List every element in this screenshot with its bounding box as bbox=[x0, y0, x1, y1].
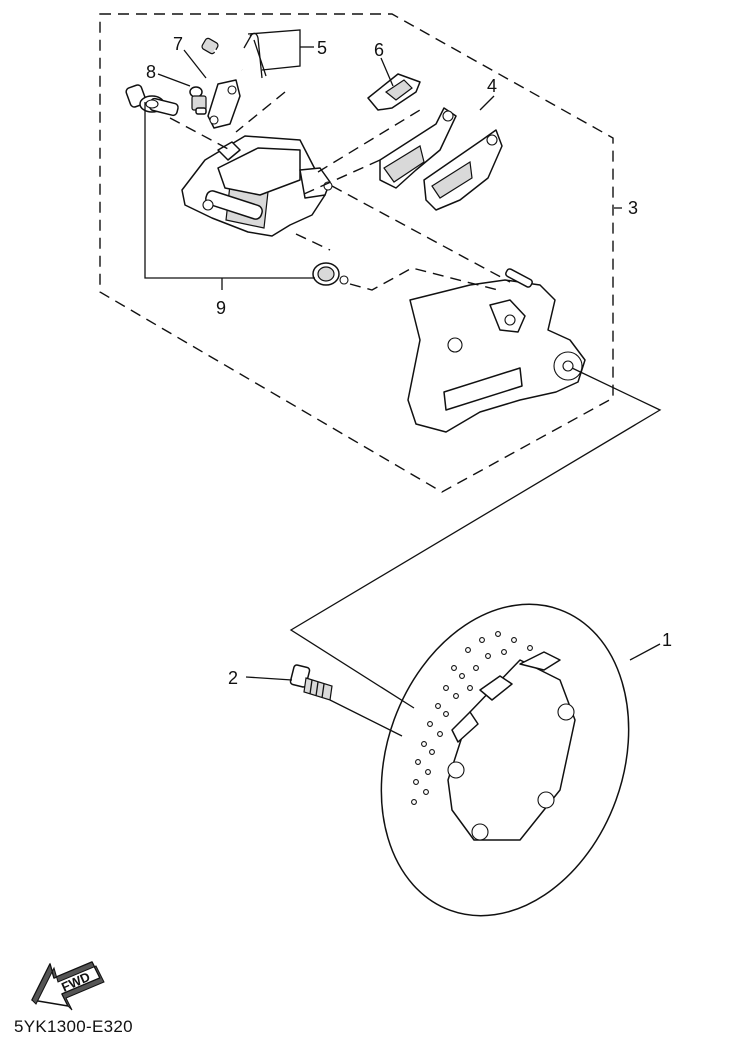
callout-4: 4 bbox=[487, 76, 497, 96]
callout-9: 9 bbox=[216, 298, 226, 318]
callout-8: 8 bbox=[146, 62, 156, 82]
exploded-guide-lines bbox=[169, 91, 511, 291]
assembly-boundary bbox=[99, 13, 614, 493]
pad-spring-plate bbox=[207, 79, 241, 129]
callout-5: 5 bbox=[317, 38, 327, 58]
pad-support bbox=[367, 73, 421, 111]
callout-2: 2 bbox=[228, 668, 238, 688]
caliper-pin bbox=[201, 37, 243, 72]
callout-7: 7 bbox=[173, 34, 183, 54]
seal-washer bbox=[312, 262, 349, 286]
clip-and-pin bbox=[243, 32, 267, 79]
callout-1: 1 bbox=[662, 630, 672, 650]
callout-3: 3 bbox=[628, 198, 638, 218]
diagram-code: 5YK1300-E320 bbox=[14, 1017, 133, 1036]
assembly-lines bbox=[289, 367, 662, 737]
forward-arrow-icon: FWD bbox=[31, 961, 105, 1011]
caliper-body bbox=[181, 135, 333, 237]
callout-labels: 1 2 3 4 5 6 7 8 9 bbox=[146, 34, 672, 688]
callout-6: 6 bbox=[374, 40, 384, 60]
bleed-screw bbox=[189, 86, 207, 115]
caliper-bracket bbox=[407, 268, 586, 433]
brake-disc bbox=[380, 603, 630, 917]
union-bolt bbox=[125, 84, 179, 117]
leader-lines bbox=[144, 29, 661, 681]
brake-pads bbox=[379, 107, 503, 211]
disc-vent-holes bbox=[411, 631, 533, 805]
disc-bolt bbox=[289, 664, 333, 701]
